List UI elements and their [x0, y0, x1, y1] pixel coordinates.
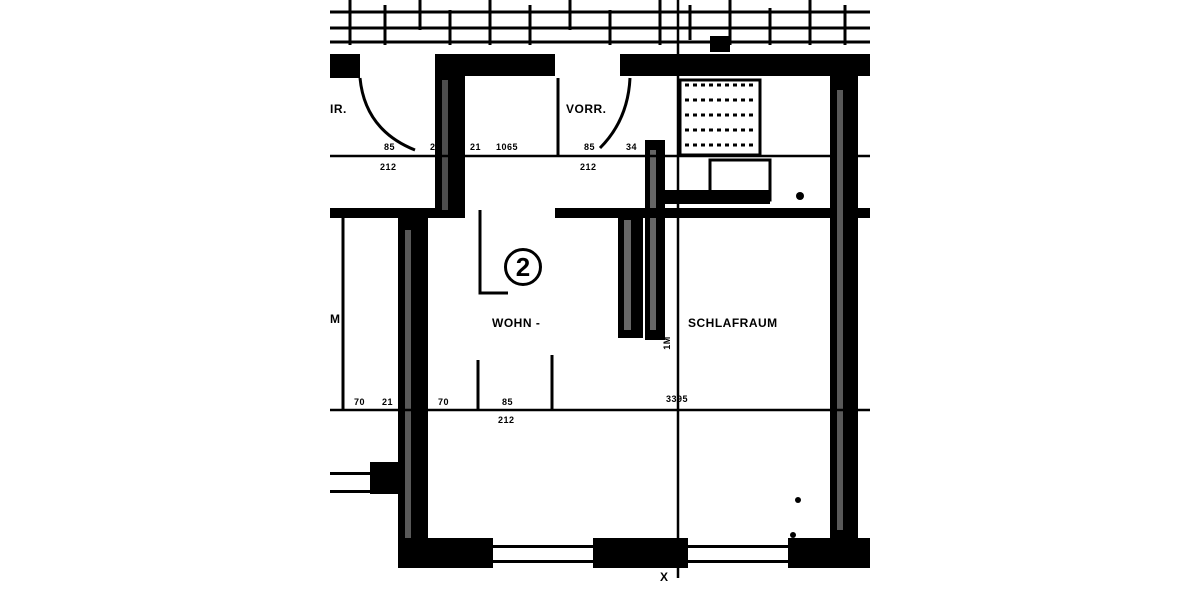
tile-grid	[678, 78, 762, 157]
dim-wall-a: 21	[430, 142, 442, 152]
room-label-vorraum: VORR.	[566, 102, 607, 116]
dim-door-vorr-height: 212	[580, 162, 597, 172]
dim-door-left-width: 85	[384, 142, 396, 152]
dim-door-left-height: 212	[380, 162, 397, 172]
upper-floor-hatching	[330, 0, 870, 45]
axis-mark: X	[660, 570, 669, 584]
dim-span-top: 1065	[496, 142, 519, 152]
dim-span-top-right: 34	[626, 142, 638, 152]
dim-wall-b: 21	[470, 142, 482, 152]
dim-left-bottom-3: 70	[438, 397, 450, 407]
dim-span-bottom: 3395	[666, 394, 689, 404]
dim-vertical-label: 1M	[661, 336, 672, 350]
dim-left-bottom-1: 70	[354, 397, 366, 407]
room-label-schlafraum: SCHLAFRAUM	[688, 316, 778, 330]
room-label-left-middle: M	[330, 312, 341, 326]
room-label-left-top: IR.	[330, 102, 347, 116]
floor-plan-drawing	[330, 0, 870, 578]
dim-left-bottom-2: 21	[382, 397, 394, 407]
floor-plan: IR. VORR. M WOHN - SCHLAFRAUM 2 85 212 2…	[330, 0, 870, 600]
unit-number-marker: 2	[504, 248, 542, 286]
dim-door-bottom-height: 212	[498, 415, 515, 425]
room-label-wohn: WOHN -	[492, 316, 541, 330]
dim-door-bottom-width: 85	[502, 397, 514, 407]
dim-door-vorr-width: 85	[584, 142, 596, 152]
